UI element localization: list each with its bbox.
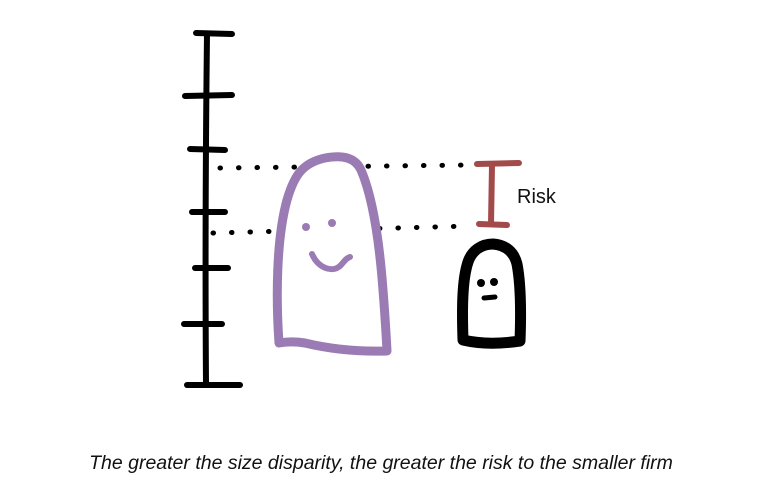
small-firm-eye-left (477, 279, 485, 287)
diagram-canvas: Risk (181, 30, 557, 388)
risk-label: Risk (517, 186, 557, 208)
large-firm-body (272, 152, 392, 356)
small-firm-figure (457, 238, 527, 349)
risk-cap-bottom (476, 221, 510, 228)
scale-cap-top (193, 30, 235, 37)
large-firm-eye-right (328, 219, 336, 227)
scale-tick (187, 146, 228, 153)
small-firm-mouth (481, 294, 498, 301)
risk-bar (488, 162, 495, 227)
scale-spine (202, 31, 210, 387)
diagram-stage: Risk (181, 30, 557, 388)
size-scale-axis (181, 30, 243, 388)
risk-cap-top (474, 160, 522, 167)
risk-range-marker (474, 160, 522, 228)
small-firm-body (457, 238, 527, 349)
large-firm-figure (272, 152, 392, 356)
small-firm-eye-right (490, 278, 498, 286)
diagram-caption: The greater the size disparity, the grea… (89, 452, 673, 474)
large-firm-eye-left (302, 223, 310, 231)
large-firm-smile (309, 251, 353, 273)
scale-tick (182, 92, 235, 99)
